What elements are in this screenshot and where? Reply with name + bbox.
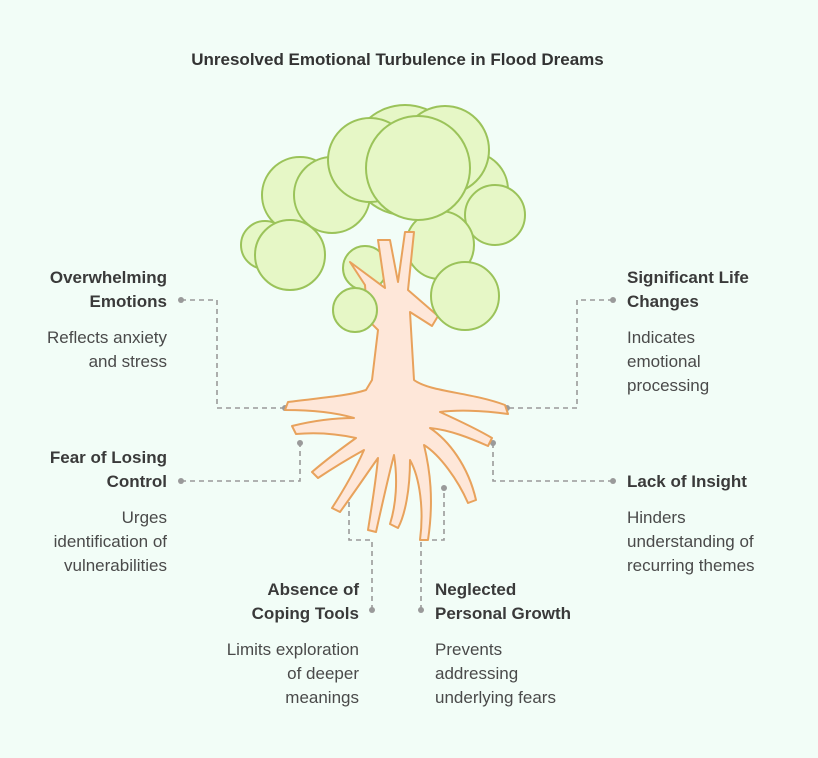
tree-trunk	[284, 231, 509, 541]
factor-heading: Fear of Losing Control	[49, 448, 167, 491]
tree-foliage-front	[332, 115, 500, 333]
factor-fear-of-losing-control: Fear of Losing Control Urges identificat…	[0, 446, 167, 578]
factor-description: Prevents addressing underlying fears	[435, 640, 556, 707]
factor-heading: Significant Life Changes	[627, 268, 749, 311]
connector-neglected-personal-growth	[420, 488, 445, 610]
factor-description: Indicates emotional processing	[627, 328, 710, 395]
connector-lack-of-insight	[492, 443, 613, 482]
connector-lines	[181, 299, 613, 610]
factor-heading: Overwhelming Emotions	[49, 268, 167, 311]
factor-overwhelming-emotions: Overwhelming Emotions Reflects anxiety a…	[0, 266, 167, 374]
factor-significant-life-changes: Significant Life Changes Indicates emoti…	[627, 266, 818, 398]
factor-description: Urges identification of vulnerabilities	[53, 508, 167, 575]
factor-description: Limits exploration of deeper meanings	[226, 640, 359, 707]
factor-absence-of-coping-tools: Absence of Coping Tools Limits explorati…	[159, 578, 359, 710]
factor-heading: Neglected Personal Growth	[435, 580, 572, 623]
factor-description: Reflects anxiety and stress	[47, 328, 167, 371]
factor-description: Hinders understanding of recurring theme…	[627, 508, 755, 575]
connector-absence-of-coping-tools	[348, 488, 373, 610]
factor-heading: Lack of Insight	[627, 472, 747, 491]
connector-significant-life-changes	[507, 299, 613, 409]
factor-heading: Absence of Coping Tools	[251, 580, 359, 623]
connector-overwhelming-emotions	[181, 299, 285, 409]
factor-lack-of-insight: Lack of Insight Hinders understanding of…	[627, 470, 818, 578]
factor-neglected-personal-growth: Neglected Personal Growth Prevents addre…	[435, 578, 635, 710]
diagram-title: Unresolved Emotional Turbulence in Flood…	[191, 50, 604, 69]
connector-fear-of-losing-control	[181, 443, 301, 482]
